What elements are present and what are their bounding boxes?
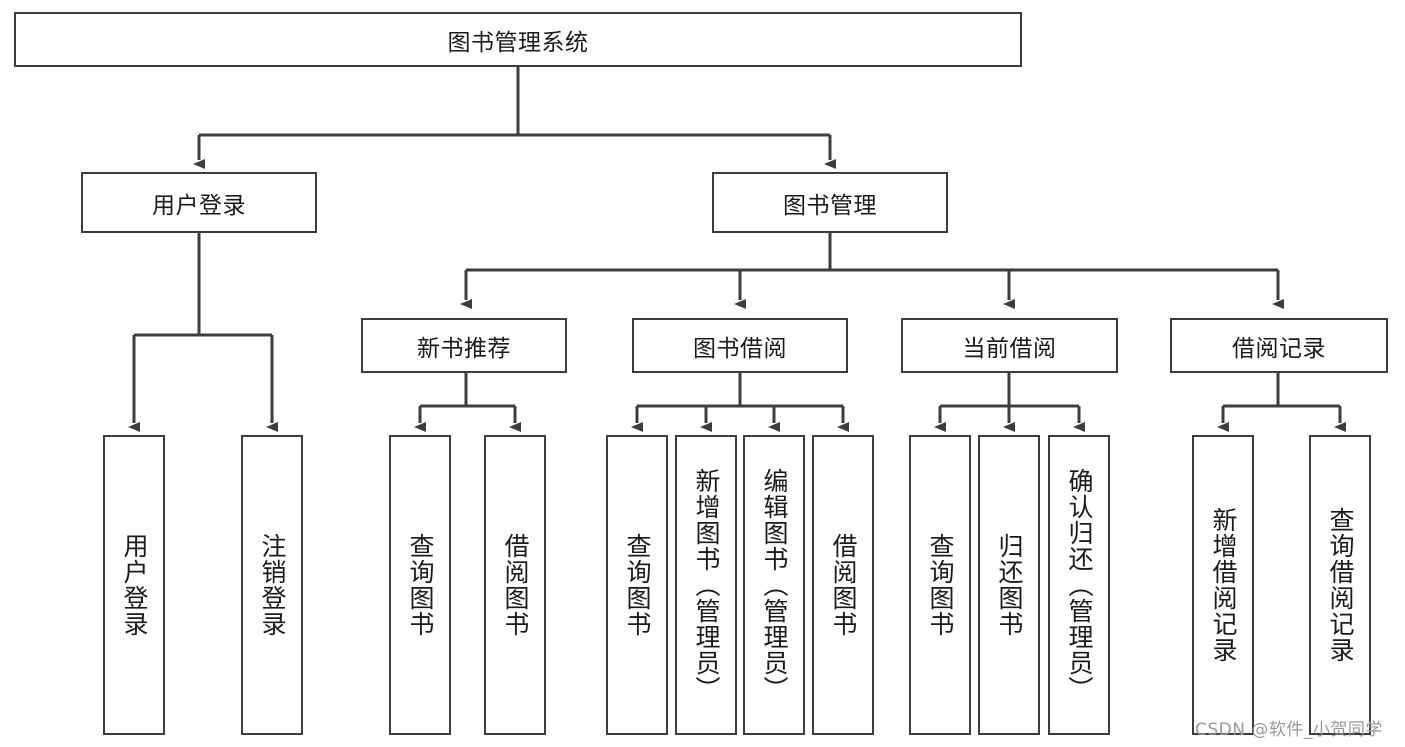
node-new-book-recommend-label: 新书推荐 [417,335,511,362]
leaf-query-books-recommend-label: 查询图书 [406,533,435,637]
leaf-add-borrow-record-label: 新增借阅记录 [1209,507,1238,663]
leaf-confirm-return-admin-label: 确认归还（管理员） [1065,468,1094,702]
leaf-logout[interactable]: 注销登录 [241,435,303,735]
leaf-query-books-current-label: 查询图书 [926,533,955,637]
node-root-label: 图书管理系统 [447,29,589,56]
leaf-query-borrow-record-label: 查询借阅记录 [1326,507,1355,663]
leaf-add-borrow-record[interactable]: 新增借阅记录 [1192,435,1254,735]
node-book-management[interactable]: 图书管理 [712,172,948,233]
leaf-query-books-recommend[interactable]: 查询图书 [389,435,451,735]
leaf-borrow-books-recommend-label: 借阅图书 [501,533,530,637]
leaf-query-books-borrow-label: 查询图书 [623,533,652,637]
node-book-borrow-label: 图书借阅 [693,335,787,362]
leaf-borrow-books-borrow[interactable]: 借阅图书 [812,435,874,735]
node-book-borrow[interactable]: 图书借阅 [632,318,848,373]
node-current-borrow-label: 当前借阅 [962,335,1057,362]
leaf-confirm-return-admin[interactable]: 确认归还（管理员） [1048,435,1110,735]
leaf-add-book-admin-label: 新增图书（管理员） [692,468,721,702]
leaf-return-books-label: 归还图书 [995,533,1024,637]
node-current-borrow[interactable]: 当前借阅 [901,318,1118,373]
leaf-logout-label: 注销登录 [258,533,287,637]
watermark-text: CSDN @软件_小贺同学 [1195,720,1383,740]
leaf-query-books-current[interactable]: 查询图书 [909,435,971,735]
node-borrow-record[interactable]: 借阅记录 [1170,318,1388,373]
node-root-book-management-system[interactable]: 图书管理系统 [14,12,1022,67]
node-book-management-label: 图书管理 [783,192,877,219]
node-user-login-label: 用户登录 [152,192,246,219]
node-new-book-recommend[interactable]: 新书推荐 [361,318,567,373]
leaf-return-books[interactable]: 归还图书 [978,435,1040,735]
leaf-borrow-books-borrow-label: 借阅图书 [829,533,858,637]
node-borrow-record-label: 借阅记录 [1232,335,1326,362]
leaf-user-login-label: 用户登录 [120,533,149,637]
leaf-edit-book-admin-label: 编辑图书（管理员） [760,468,789,702]
leaf-borrow-books-recommend[interactable]: 借阅图书 [484,435,546,735]
leaf-query-borrow-record[interactable]: 查询借阅记录 [1309,435,1371,735]
leaf-edit-book-admin[interactable]: 编辑图书（管理员） [743,435,805,735]
node-user-login[interactable]: 用户登录 [81,172,317,233]
leaf-query-books-borrow[interactable]: 查询图书 [606,435,668,735]
leaf-user-login[interactable]: 用户登录 [103,435,165,735]
leaf-add-book-admin[interactable]: 新增图书（管理员） [675,435,737,735]
